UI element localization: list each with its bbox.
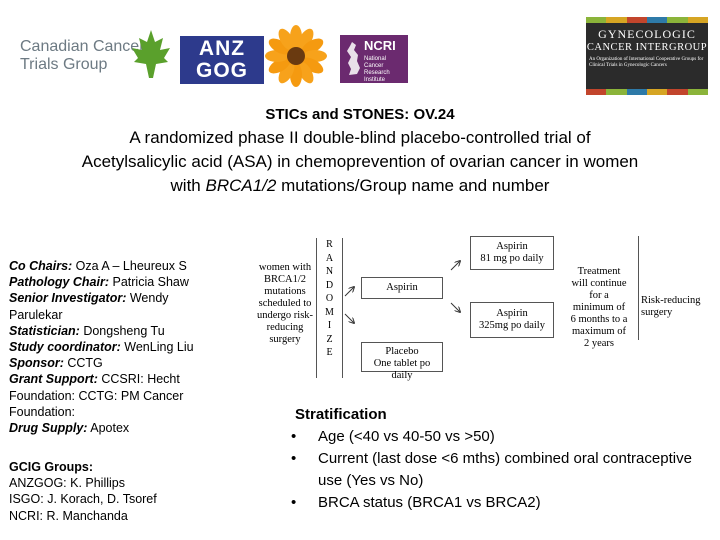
placebo-arm-box: Placebo One tablet po daily [361, 342, 443, 381]
info-row: Sponsor: CCTG [9, 356, 103, 371]
gcig-groups: GCIG Groups: ANZGOG: K. Phillips ISGO: J… [9, 459, 224, 524]
stratification: Stratification •Age (<40 vs 40-50 vs >50… [287, 404, 707, 514]
ncri-logo: NCRI National Cancer Research Institute [340, 35, 408, 83]
trial-title: STICs and STONES: OV.24 A randomized pha… [30, 104, 690, 198]
info-row: Co Chairs: Oza A – Lheureux S [9, 259, 187, 273]
info-row: Pathology Chair: Patricia Shaw [9, 275, 189, 290]
trial-title-line: A randomized phase II double-blind place… [129, 128, 591, 147]
info-row: Study coordinator: WenLing Liu [9, 340, 194, 355]
aspirin-81-box: Aspirin 81 mg po daily [470, 236, 554, 270]
arrow-to-325mg [450, 302, 460, 312]
info-row: Grant Support: CCSRI: Hecht Foundation: … [9, 372, 184, 419]
trial-title-line: with BRCA1/2 mutations/Group name and nu… [170, 176, 550, 195]
stratification-heading: Stratification [295, 406, 387, 423]
cctg-logo: Canadian Cancer Trials Group [20, 30, 170, 90]
list-item: •Age (<40 vs 40-50 vs >50) [287, 426, 707, 448]
sunflower-icon [265, 25, 327, 87]
gcig-groups-heading: GCIG Groups: [9, 460, 94, 474]
bullet-icon: • [291, 428, 297, 445]
info-row: Statistician: Dongsheng Tu [9, 323, 165, 338]
arrow-to-placebo [344, 313, 354, 323]
gcig-color-bars-bottom [586, 89, 708, 95]
treatment-divider [638, 236, 639, 340]
list-item: •BRCA status (BRCA1 vs BRCA2) [287, 492, 707, 514]
info-row: Senior Investigator: Wendy Parulekar [9, 291, 169, 322]
gcig-group-line: ISGO: J. Korach, D. Tsoref [9, 492, 157, 507]
aspirin-arm-box: Aspirin [361, 277, 443, 299]
study-schema: women with BRCA1/2 mutations scheduled t… [248, 232, 708, 382]
bullet-icon: • [291, 450, 297, 467]
info-row: Drug Supply: Apotex [9, 421, 130, 436]
cctg-logo-text: Canadian Cancer Trials Group [20, 38, 145, 73]
gcig-logo: GYNECOLOGIC CANCER INTERGROUP An Organiz… [586, 17, 708, 95]
treatment-duration: Treatment will continue for a minimum of… [570, 266, 628, 349]
uk-map-icon [347, 42, 360, 75]
randomize-column: R A N D O M I Z E [316, 238, 343, 378]
schema-arrows [344, 232, 708, 382]
list-item: •Current (last dose <6 mths) combined or… [291, 450, 692, 489]
gcig-color-bars [586, 17, 708, 23]
anzgog-logo: ANZ GOG [180, 36, 264, 84]
gcig-group-line: ANZGOG: K. Phillips [9, 476, 125, 491]
population-box: women with BRCA1/2 mutations scheduled t… [256, 262, 314, 345]
trial-title-line: Acetylsalicylic acid (ASA) in chemopreve… [81, 152, 639, 171]
gcig-group-line: NCRI: R. Manchanda [9, 508, 128, 523]
trial-personnel: Co Chairs: Oza A – Lheureux S Pathology … [9, 258, 224, 436]
bullet-icon: • [291, 494, 297, 511]
arrow-to-81mg [450, 261, 460, 271]
maple-leaf-icon [132, 30, 170, 78]
aspirin-325-box: Aspirin 325mg po daily [470, 302, 554, 338]
arrow-to-aspirin [344, 287, 354, 297]
risk-reducing-surgery: Risk-reducing surgery [641, 295, 701, 318]
trial-short-title: STICs and STONES: OV.24 [265, 106, 455, 123]
stratification-list: •Age (<40 vs 40-50 vs >50) •Current (las… [287, 426, 707, 514]
